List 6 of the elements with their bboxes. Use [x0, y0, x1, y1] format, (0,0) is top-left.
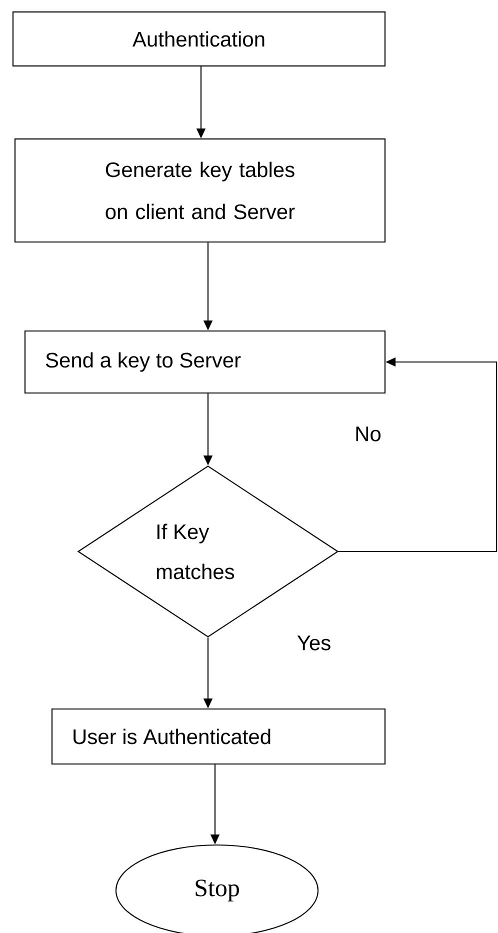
- process-box: Generate key tables on client and Server: [14, 138, 386, 243]
- process-box: Authentication: [12, 11, 386, 67]
- edge-label: No: [354, 426, 382, 442]
- edge-label: Yes: [296, 634, 332, 652]
- process-box: Send a key to Server: [24, 330, 386, 394]
- process-box: User is Authenticated: [51, 708, 386, 765]
